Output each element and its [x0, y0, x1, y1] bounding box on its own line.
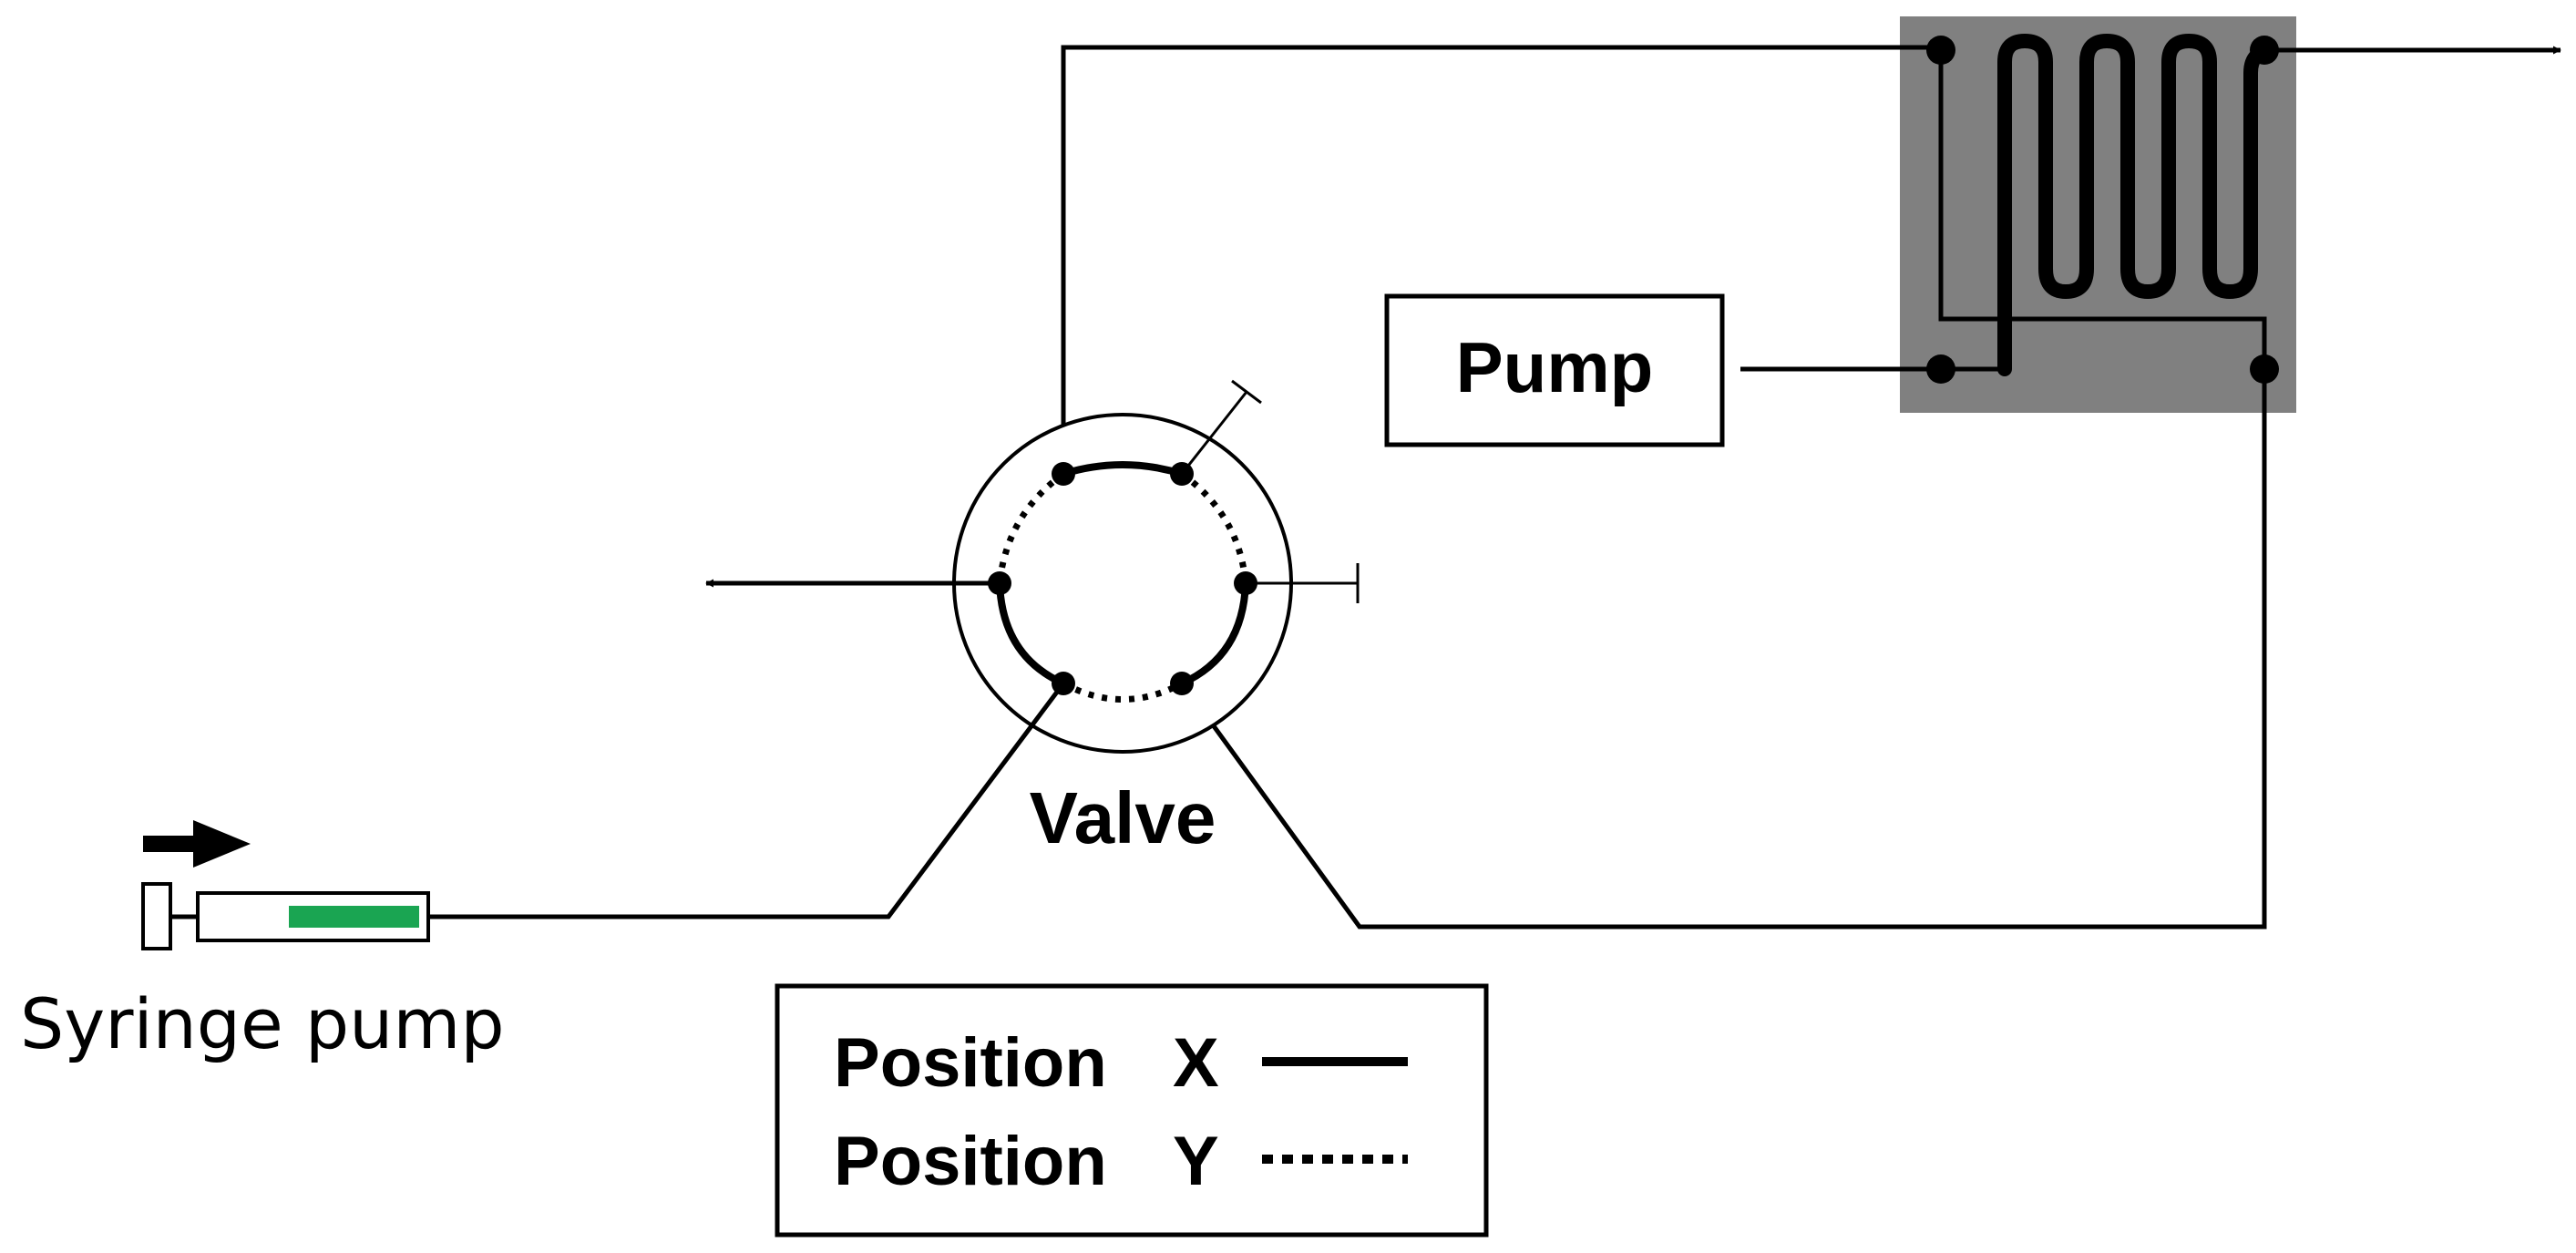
legend-item-x-symbol: X [1173, 1024, 1219, 1102]
reactor-return-line [1180, 369, 2267, 929]
legend-item-y-symbol: Y [1173, 1123, 1219, 1200]
legend-box [775, 983, 1489, 1238]
syringe-liquid [289, 906, 419, 928]
reactor-chip [1900, 16, 2296, 413]
legend: Position X Position Y [775, 983, 1489, 1238]
valve-label: Valve [1030, 777, 1216, 858]
syringe-to-valve-line [428, 682, 1065, 919]
serpentine-channel [1997, 33, 2274, 376]
legend-item-x-label: Position [834, 1024, 1107, 1102]
valve [952, 379, 1360, 754]
syringe-plunger [141, 882, 172, 950]
syringe-pump-label: Syringe pump [20, 983, 505, 1064]
syringe [141, 882, 430, 950]
pump-label: Pump [1456, 327, 1654, 407]
push-arrow-icon [143, 820, 251, 868]
legend-item-y-label: Position [834, 1123, 1107, 1200]
valve-to-reactor-line [1061, 45, 1941, 474]
pump-box [1384, 293, 1725, 447]
